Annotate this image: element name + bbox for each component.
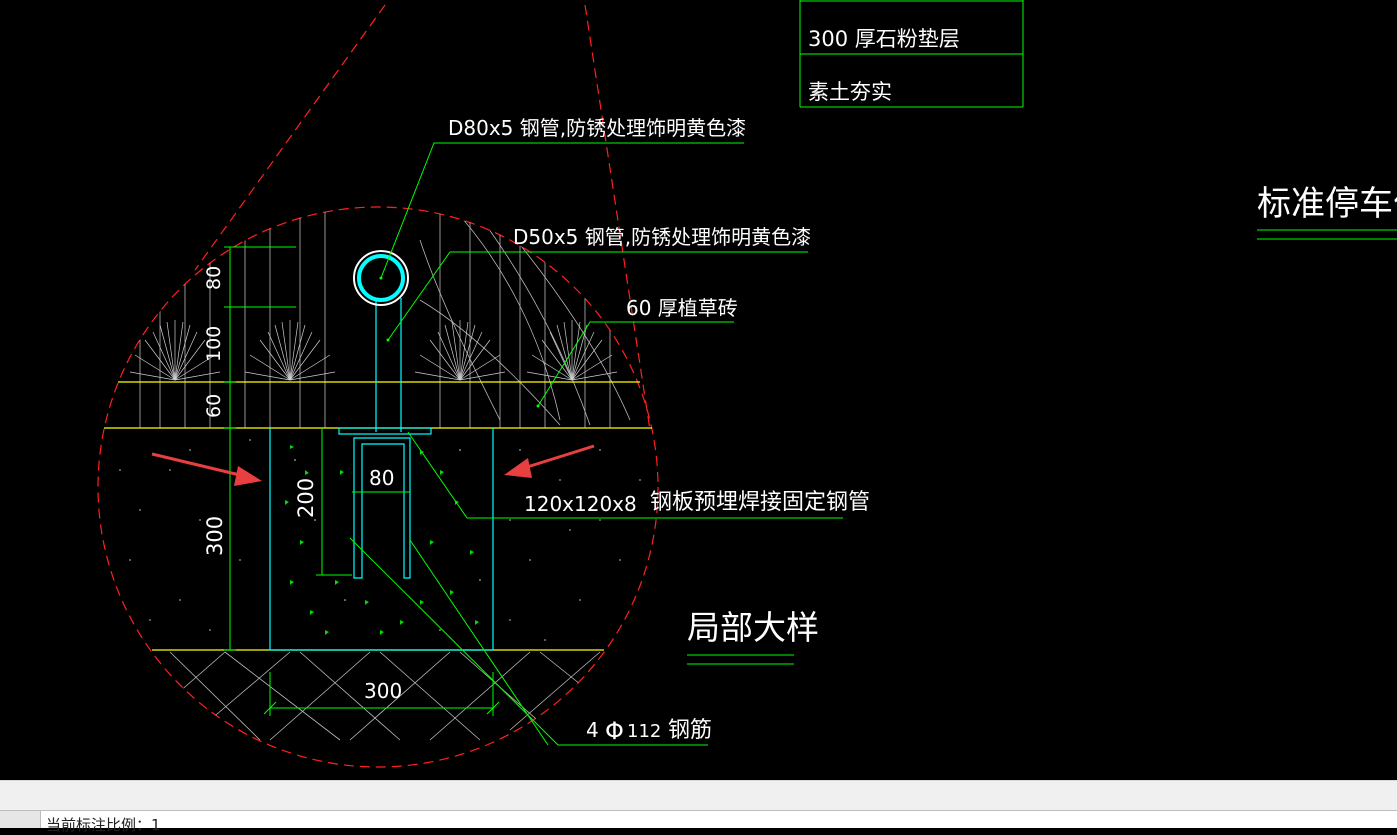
leader-lines [349,142,1397,746]
arrow-right [504,444,595,478]
callout-grass-brick: 60 厚植草砖 [626,296,738,320]
detail-title: 局部大样 [687,608,819,647]
soil-speckle [119,439,641,641]
callout-pipe-d50: D50x5 钢管,防锈处理饰明黄色漆 [513,225,811,249]
arrow-left [151,452,262,486]
status-bar: 当前标注比例：1 [0,810,1397,834]
callout-rebar-desc: 钢筋 [668,718,712,743]
cad-drawing-canvas[interactable]: 300 厚石粉垫层 素土夯实 标准停车位 局部大样 D80x5 钢管,防锈处理饰… [0,0,1397,780]
callout-plate-desc: 钢板预埋焊接固定钢管 [650,490,870,515]
section-outline [269,298,494,651]
dim-80-inner: 80 [369,466,394,490]
status-bar-left-panel [0,811,41,828]
annotation-arrows [151,444,595,486]
concrete-aggregate [285,445,479,635]
rebar-grade-symbol: Φ [605,717,624,745]
legend-box [799,0,1024,108]
callout-rebar-qty: 4 [586,718,599,742]
pipe-d80 [353,250,409,306]
layer-lines [104,381,652,651]
dim-300-horizontal: 300 [364,679,402,703]
dim-100: 100 [203,326,225,362]
dim-80: 80 [203,266,225,290]
callout-pipe-d80: D80x5 钢管,防锈处理饰明黄色漆 [448,116,746,140]
dim-60: 60 [203,394,225,418]
grass-tufts [129,320,618,381]
legend-row-1: 300 厚石粉垫层 [808,27,960,51]
status-scale-text: 当前标注比例：1 [46,816,161,834]
legend-row-2: 素土夯实 [808,80,892,104]
dimension-lines [224,246,500,716]
detail-boundary [97,4,659,768]
dim-200: 200 [294,478,318,518]
command-area [0,780,1397,811]
dim-300-vertical: 300 [203,516,227,556]
callout-plate-size: 120x120x8 [524,492,637,516]
standard-parking-title: 标准停车位 [1257,184,1397,224]
callout-rebar-size: 112 [627,721,661,742]
